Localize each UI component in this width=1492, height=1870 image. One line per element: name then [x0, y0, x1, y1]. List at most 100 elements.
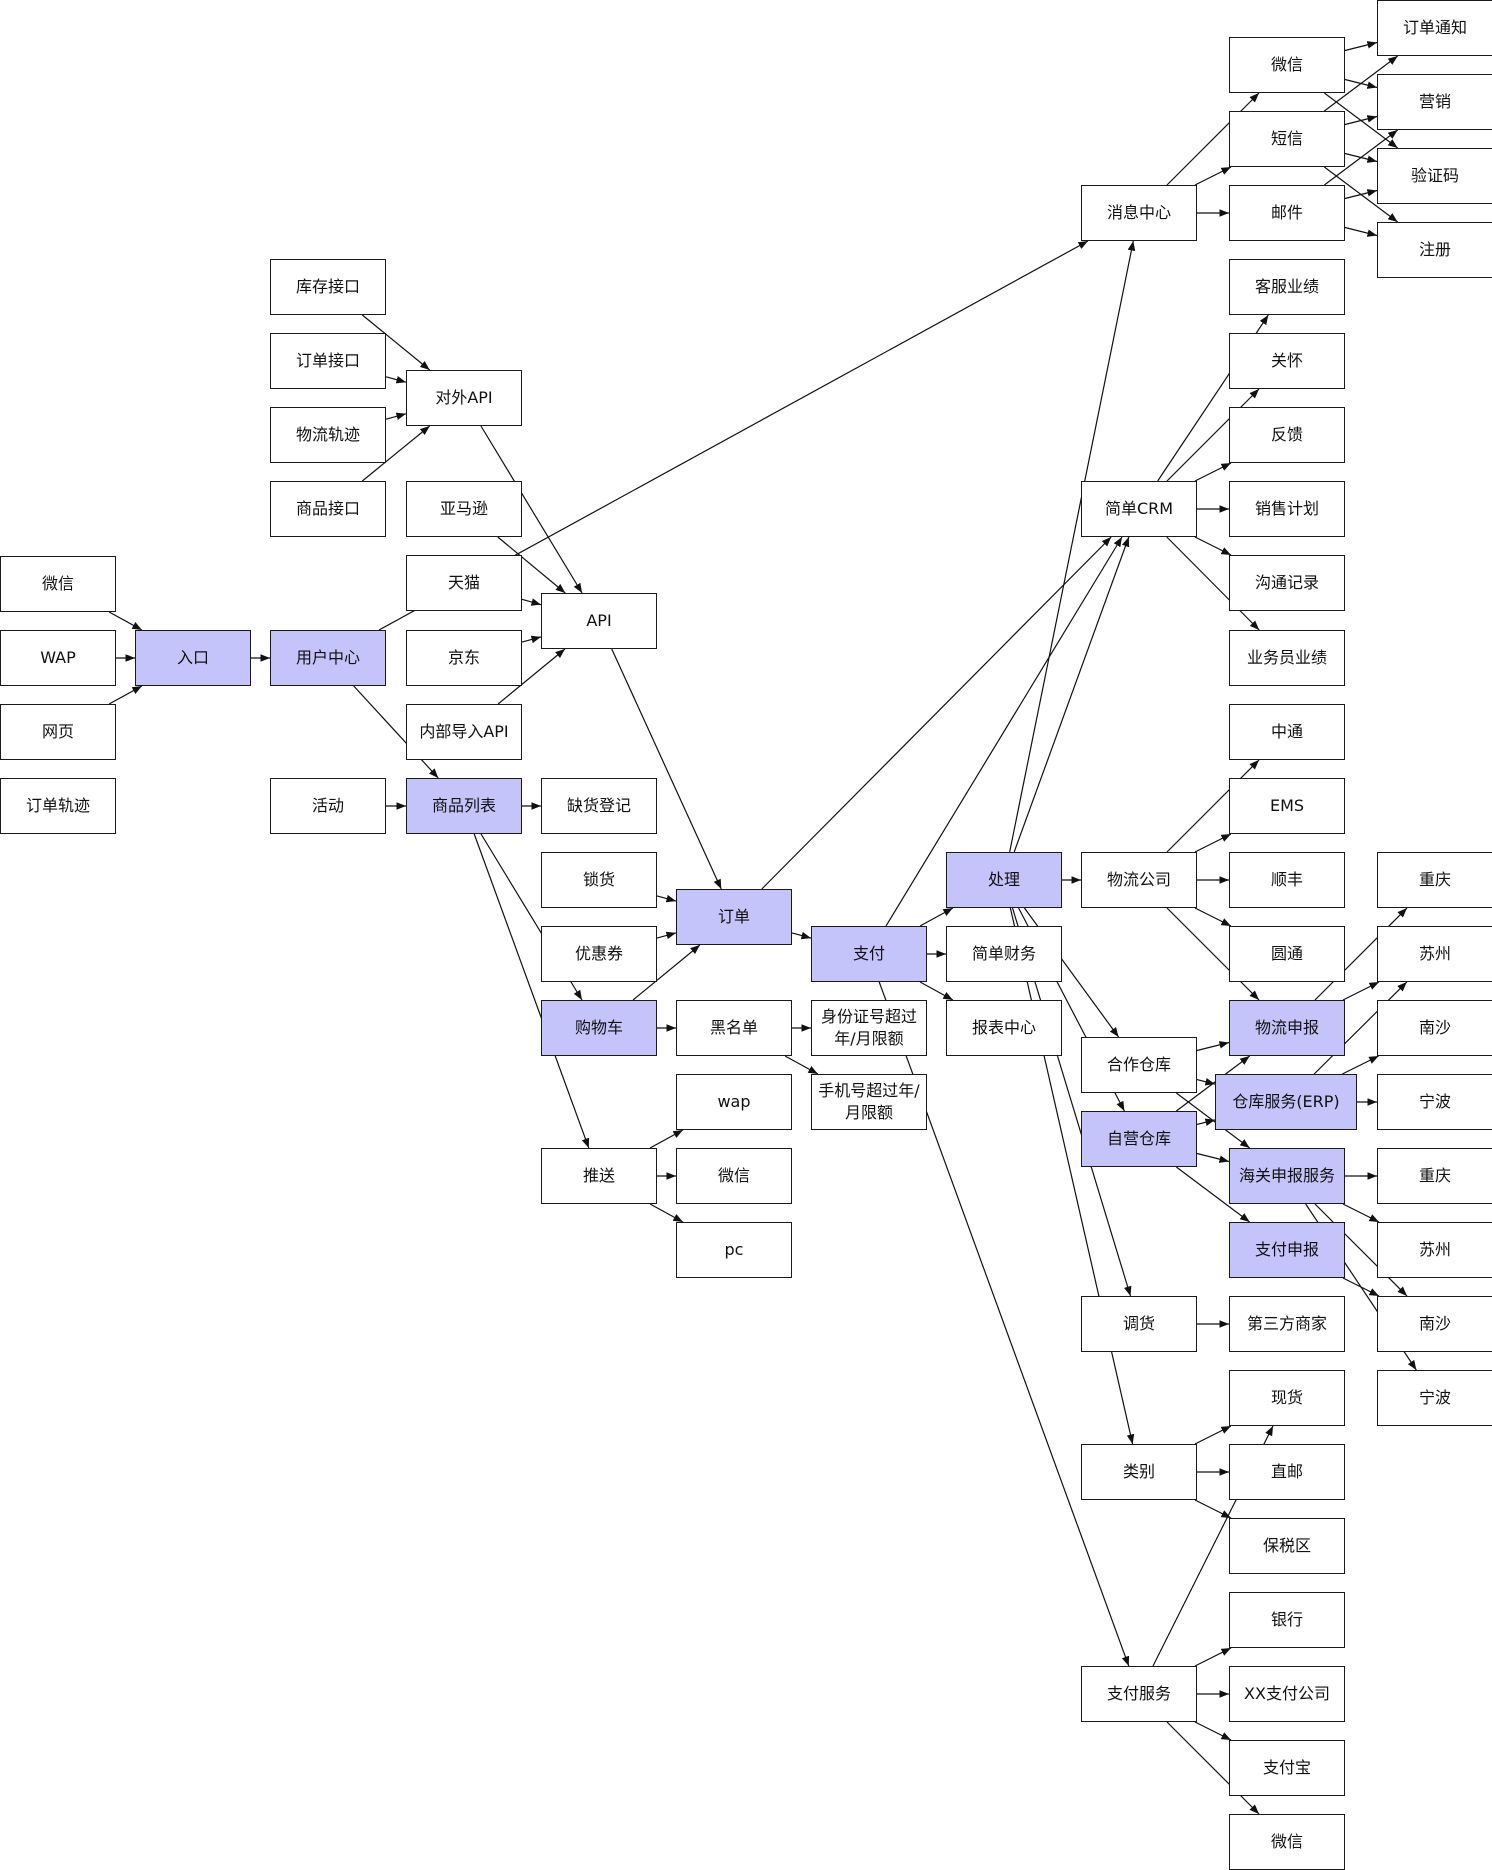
node-internal-import: 内部导入API — [406, 704, 522, 760]
node-register: 注册 — [1377, 222, 1492, 278]
node-chongqing-1: 重庆 — [1377, 852, 1492, 908]
edge-logistics_track-to-external_api — [385, 412, 407, 421]
edge-push-to-push_pc — [649, 1203, 684, 1223]
edge-logistics_decl-to-suzhou_1 — [1342, 981, 1380, 1001]
edge-own_wh-to-wh_erp — [1196, 1118, 1216, 1126]
node-report: 报表中心 — [946, 1000, 1062, 1056]
node-spot: 现货 — [1229, 1370, 1345, 1426]
node-ningbo-1: 宁波 — [1377, 1074, 1492, 1130]
node-msg-sms: 短信 — [1229, 111, 1345, 167]
edge-pay_service-to-wechat_pay — [1166, 1721, 1260, 1815]
node-sf: 顺丰 — [1229, 852, 1345, 908]
node-logistics-decl: 物流申报 — [1229, 1000, 1345, 1056]
node-care: 关怀 — [1229, 333, 1345, 389]
node-comm-log: 沟通记录 — [1229, 555, 1345, 611]
node-ningbo-2: 宁波 — [1377, 1370, 1492, 1426]
edge-pay_decl-to-nansha_2 — [1342, 1277, 1380, 1297]
edge-process-to-msg_center — [1009, 240, 1136, 853]
edge-pay_service-to-bank — [1194, 1647, 1232, 1667]
node-marketing: 营销 — [1377, 74, 1492, 130]
node-nansha-2: 南沙 — [1377, 1296, 1492, 1352]
node-cs-perf: 客服业绩 — [1229, 259, 1345, 315]
node-logistics-co: 物流公司 — [1081, 852, 1197, 908]
edge-order_api-to-external_api — [385, 375, 407, 384]
node-xx-pay: XX支付公司 — [1229, 1666, 1345, 1722]
edge-logistics_co-to-ems — [1194, 833, 1232, 853]
node-msg-center: 消息中心 — [1081, 185, 1197, 241]
edge-pay_service-to-alipay — [1194, 1721, 1232, 1741]
node-logistics-track: 物流轨迹 — [270, 407, 386, 463]
edge-stock_api-to-external_api — [361, 314, 431, 371]
edge-crm-to-care — [1166, 388, 1260, 482]
node-external-api: 对外API — [406, 370, 522, 426]
node-alipay: 支付宝 — [1229, 1740, 1345, 1796]
node-web-in: 网页 — [0, 704, 116, 760]
edge-msg_center-to-msg_sms — [1194, 166, 1232, 186]
edge-msg_sms-to-marketing — [1344, 115, 1378, 126]
edge-category-to-bonded — [1194, 1499, 1232, 1519]
node-lock: 锁货 — [541, 852, 657, 908]
node-category: 类别 — [1081, 1444, 1197, 1500]
node-yto: 圆通 — [1229, 926, 1345, 982]
node-push-pc: pc — [676, 1222, 792, 1278]
edge-msg_sms-to-order_notice — [1323, 55, 1399, 112]
node-wap-in: WAP — [0, 630, 116, 686]
node-pay: 支付 — [811, 926, 927, 982]
edge-pay-to-report — [919, 981, 954, 1001]
node-goods-api: 商品接口 — [270, 481, 386, 537]
node-wechat-pay: 微信 — [1229, 1814, 1345, 1870]
node-goods-list: 商品列表 — [406, 778, 522, 834]
node-wh-erp: 仓库服务(ERP) — [1215, 1074, 1357, 1130]
node-finance: 简单财务 — [946, 926, 1062, 982]
edge-own_wh-to-customs_decl — [1196, 1152, 1230, 1163]
node-chongqing-2: 重庆 — [1377, 1148, 1492, 1204]
edge-coop_wh-to-wh_erp — [1196, 1078, 1216, 1086]
node-activity: 活动 — [270, 778, 386, 834]
node-jd: 京东 — [406, 630, 522, 686]
node-pay-service: 支付服务 — [1081, 1666, 1197, 1722]
node-shortage: 缺货登记 — [541, 778, 657, 834]
node-msg-weixin: 微信 — [1229, 37, 1345, 93]
node-push-wap: wap — [676, 1074, 792, 1130]
node-blacklist: 黑名单 — [676, 1000, 792, 1056]
edge-msg_mail-to-verify_code — [1344, 189, 1378, 200]
edge-process-to-crm — [1013, 536, 1130, 853]
edge-lock-to-order — [656, 894, 677, 903]
node-phone-limit: 手机号超过年/ 月限额 — [811, 1074, 927, 1130]
edge-customs_decl-to-suzhou_2 — [1342, 1203, 1380, 1223]
edge-logistics_co-to-zto — [1166, 759, 1260, 853]
node-feedback: 反馈 — [1229, 407, 1345, 463]
node-stock-api: 库存接口 — [270, 259, 386, 315]
edge-external_api-to-api — [480, 425, 583, 594]
edge-coop_wh-to-logistics_decl — [1196, 1041, 1230, 1052]
node-suzhou-2: 苏州 — [1377, 1222, 1492, 1278]
node-coupon: 优惠券 — [541, 926, 657, 982]
edge-push-to-push_wap — [649, 1129, 684, 1149]
node-bank: 银行 — [1229, 1592, 1345, 1648]
edge-process-to-category — [1009, 907, 1135, 1445]
edge-category-to-spot — [1194, 1425, 1232, 1445]
node-zto: 中通 — [1229, 704, 1345, 760]
node-third-party: 第三方商家 — [1229, 1296, 1345, 1352]
edge-pay-to-process — [919, 907, 954, 927]
edge-msg_mail-to-marketing — [1323, 129, 1399, 186]
edge-web_in-to-entry — [108, 685, 143, 705]
node-sales-plan: 销售计划 — [1229, 481, 1345, 537]
edge-crm-to-sales_perf — [1166, 536, 1260, 631]
node-pay-decl: 支付申报 — [1229, 1222, 1345, 1278]
edge-logistics_co-to-logistics_decl — [1166, 907, 1260, 1001]
node-customs-decl: 海关申报服务 — [1229, 1148, 1345, 1204]
node-idcard-limit: 身份证号超过 年/月限额 — [811, 1000, 927, 1056]
node-amazon: 亚马逊 — [406, 481, 522, 537]
node-order-track: 订单轨迹 — [0, 778, 116, 834]
edge-order-to-crm — [761, 536, 1112, 890]
node-push-weixin: 微信 — [676, 1148, 792, 1204]
node-weixin-in: 微信 — [0, 556, 116, 612]
edge-crm-to-feedback — [1194, 462, 1232, 482]
node-api: API — [541, 593, 657, 649]
node-sales-perf: 业务员业绩 — [1229, 630, 1345, 686]
node-tmall: 天猫 — [406, 555, 522, 611]
edge-order-to-pay — [791, 931, 812, 940]
edge-amazon-to-api — [497, 536, 566, 594]
